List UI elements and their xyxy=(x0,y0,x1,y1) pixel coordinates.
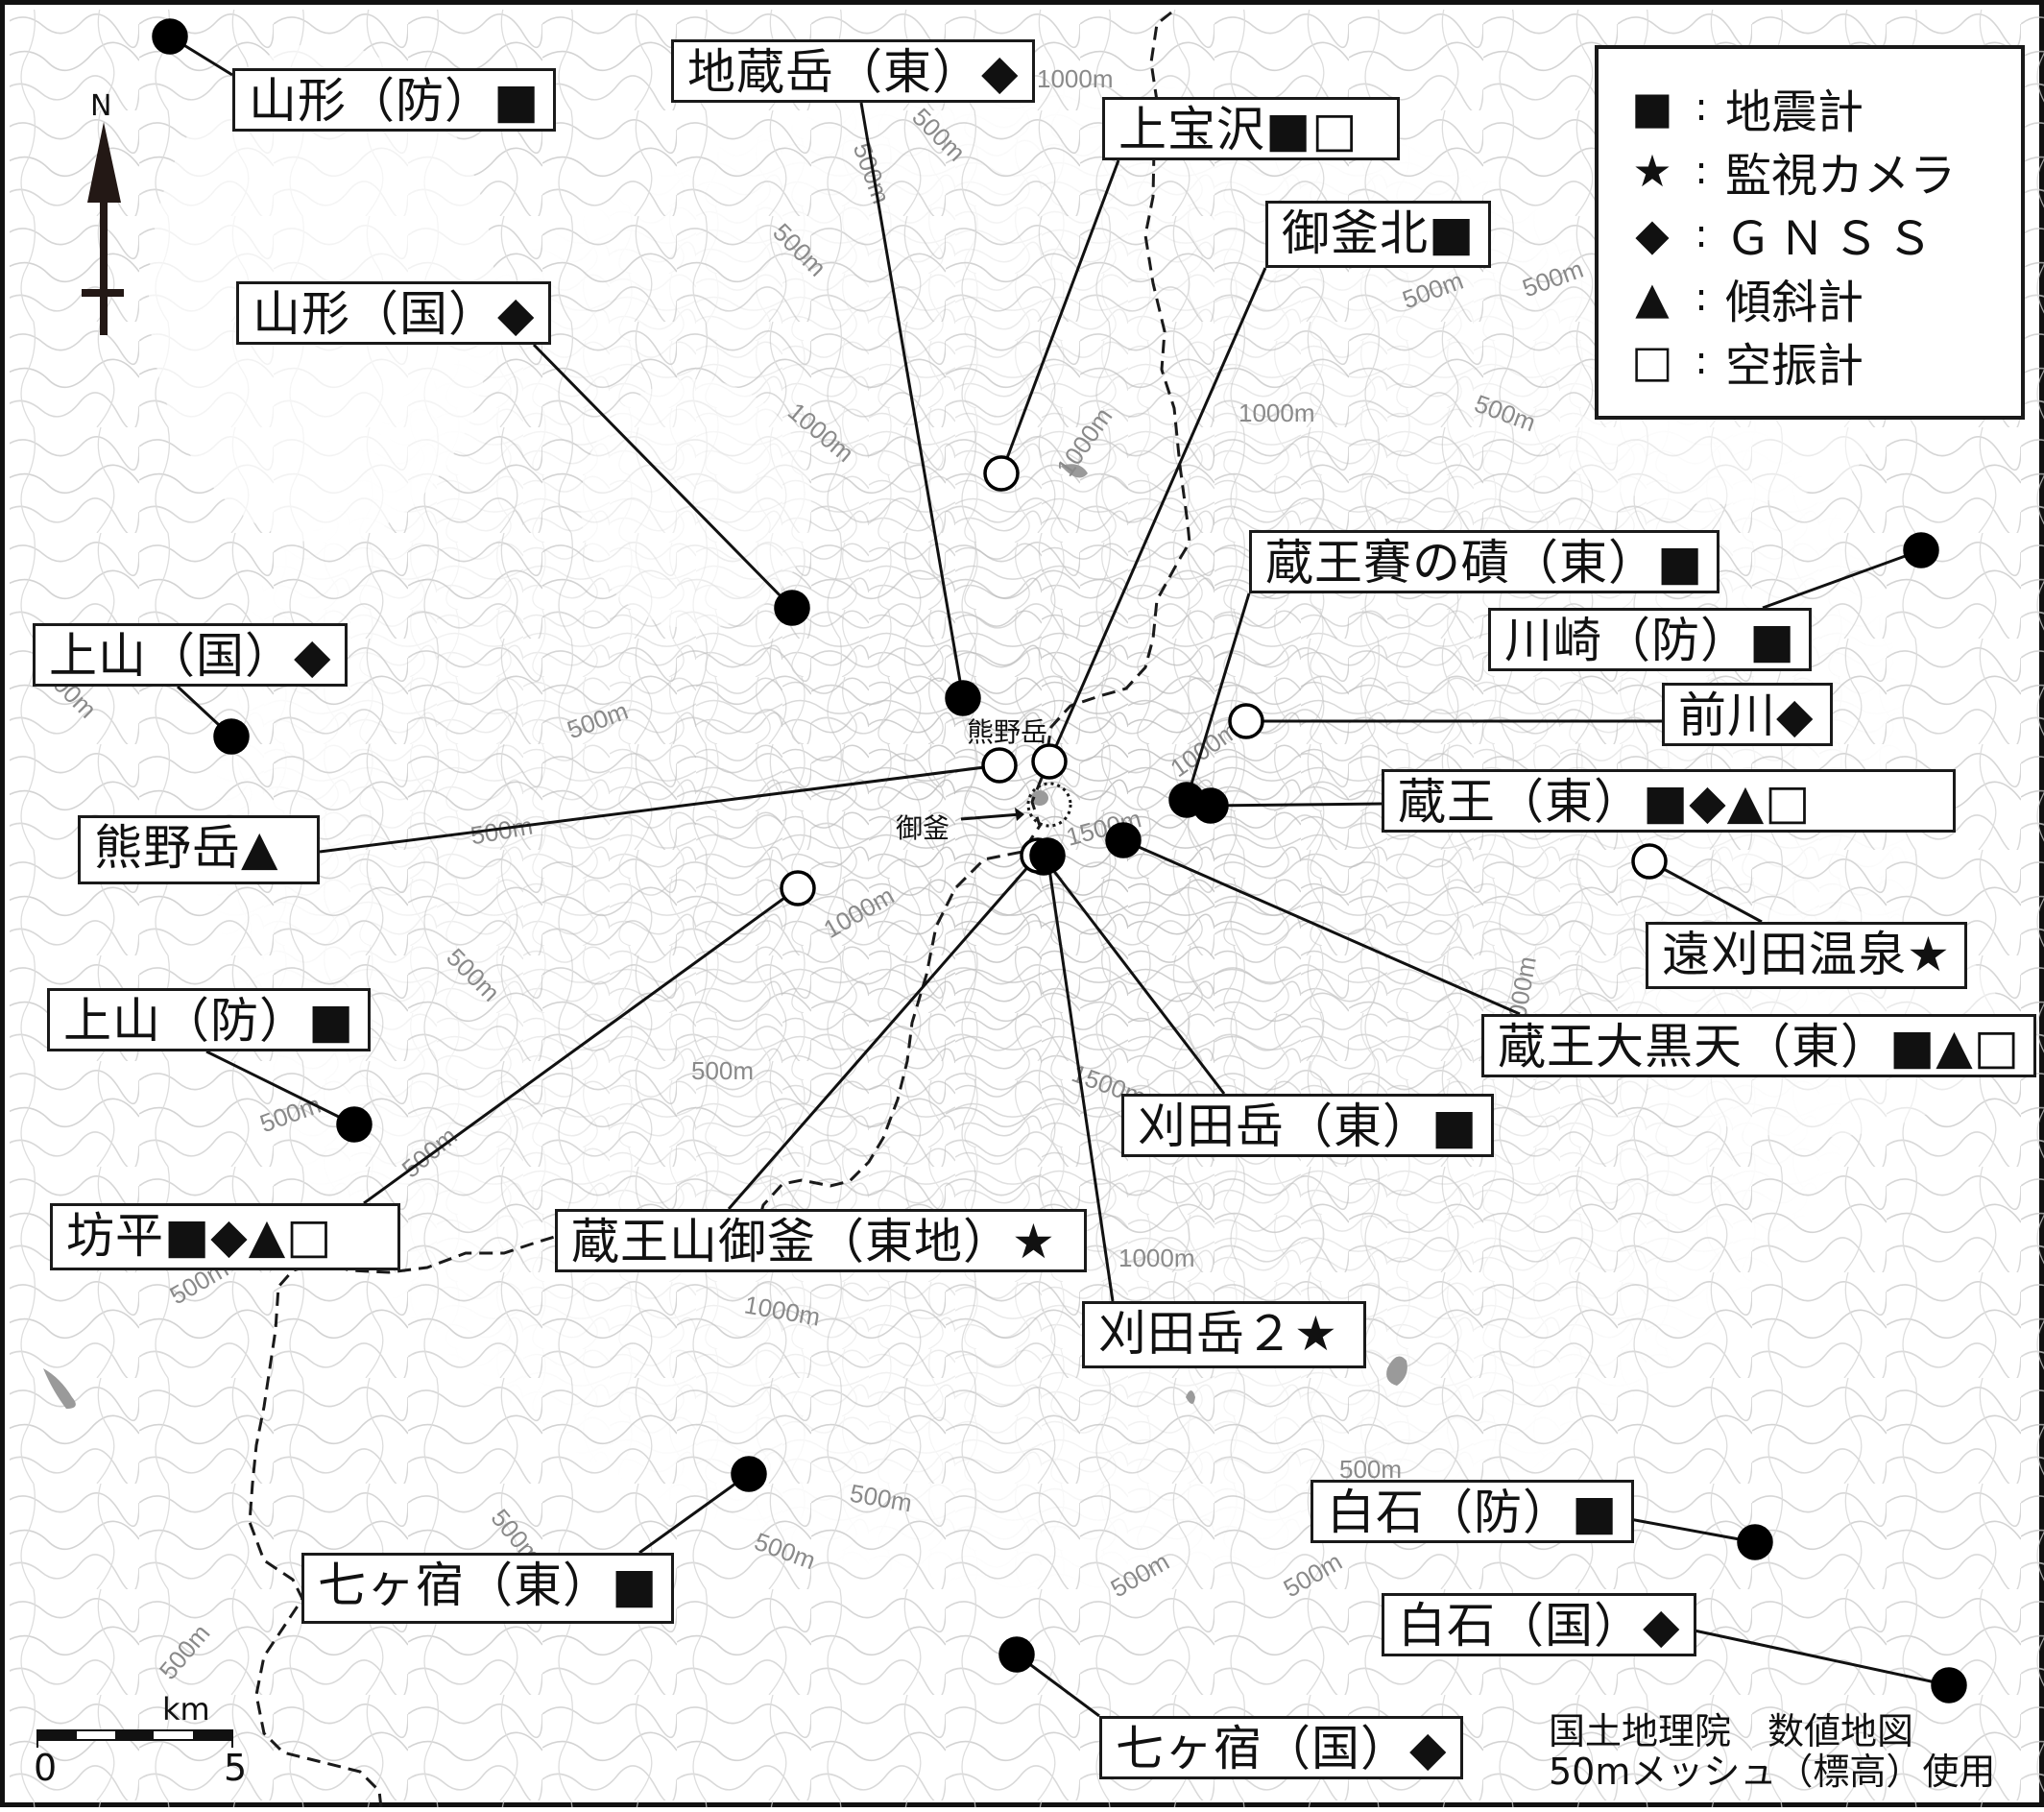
square-outline-icon: □ xyxy=(1631,335,1673,387)
station-marker-okama-kita[interactable] xyxy=(1031,743,1068,780)
station-label-shiroishi-bo[interactable]: 白石（防）■ xyxy=(1311,1480,1635,1543)
station-marker-kamiyama-koku[interactable] xyxy=(213,718,250,755)
station-label-yamagata-koku[interactable]: 山形（国）◆ xyxy=(236,281,552,345)
contour-elevation-label: 1000m xyxy=(1037,64,1114,93)
station-label-zao-daikokuten[interactable]: 蔵王大黒天（東）■▲□ xyxy=(1481,1014,2036,1077)
contour-elevation-label: 1000m xyxy=(1118,1244,1195,1272)
legend-item-seismometer: ■ : 地震計 xyxy=(1627,76,2021,139)
leader-line xyxy=(1042,857,1226,1095)
station-marker-shiroishi-bo[interactable] xyxy=(1737,1524,1773,1560)
triangle-icon: ▲ xyxy=(1635,272,1670,324)
station-label-kamiyama-bo[interactable]: 上山（防）■ xyxy=(47,988,372,1051)
station-marker-bodaira[interactable] xyxy=(780,870,816,906)
legend: ■ : 地震計 ★ : 監視カメラ ◆ : ＧＮＳＳ ▲ : 傾斜計 □ : 空… xyxy=(1595,45,2025,420)
station-marker-shiroishi-koku[interactable] xyxy=(1931,1667,1967,1703)
station-label-kamiyama-koku[interactable]: 上山（国）◆ xyxy=(33,623,349,687)
legend-separator: : xyxy=(1695,339,1708,383)
station-marker-shichikashuku-koku[interactable] xyxy=(998,1636,1035,1673)
leader-line xyxy=(1185,592,1251,801)
leader-line xyxy=(1762,548,1922,610)
legend-separator: : xyxy=(1695,276,1708,320)
north-arrow-icon xyxy=(82,122,124,335)
leader-line xyxy=(1648,859,1763,924)
station-label-kawasaki-bo[interactable]: 川崎（防）■ xyxy=(1488,608,1813,671)
station-label-shiroishi-koku[interactable]: 白石（国）◆ xyxy=(1382,1593,1697,1656)
place-label-kumanodake: 熊野岳 xyxy=(967,716,1048,748)
station-marker-jizodake-higashi[interactable] xyxy=(945,680,981,716)
legend-item-gnss: ◆ : ＧＮＳＳ xyxy=(1627,203,2021,266)
station-label-kamihozawa[interactable]: 上宝沢■□ xyxy=(1102,97,1400,160)
leader-line xyxy=(532,343,794,610)
contour-elevation-label: 1000m xyxy=(1238,399,1315,427)
okama-arrow xyxy=(960,808,1024,821)
legend-label: 監視カメラ xyxy=(1725,149,1957,203)
station-marker-katta-2[interactable] xyxy=(1029,837,1066,874)
place-label-okama: 御釜 xyxy=(896,812,950,844)
station-label-togatta-onsen[interactable]: 遠刈田温泉★ xyxy=(1646,922,1967,989)
square-filled-icon: ■ xyxy=(1631,82,1673,133)
leader-line xyxy=(1047,267,1267,762)
station-label-jizodake-higashi[interactable]: 地蔵岳（東）◆ xyxy=(671,39,1036,103)
star-icon: ★ xyxy=(1632,145,1672,197)
station-label-katta-higashi[interactable]: 刈田岳（東）■ xyxy=(1121,1094,1495,1157)
scale-bar-graphic xyxy=(36,1729,233,1748)
station-marker-shichikashuku-higashi[interactable] xyxy=(731,1456,767,1492)
station-label-zao-sainokawara[interactable]: 蔵王賽の磧（東）■ xyxy=(1249,530,1720,593)
credit-line-2: 50mメッシュ（標高）使用 xyxy=(1549,1750,1996,1793)
scale-start: 0 xyxy=(34,1747,58,1789)
station-label-maekawa[interactable]: 前川◆ xyxy=(1662,683,1833,746)
station-marker-kamiyama-bo[interactable] xyxy=(336,1106,373,1143)
station-label-yamagata-bo[interactable]: 山形（防）■ xyxy=(232,68,557,132)
leader-line xyxy=(727,855,1040,1210)
station-marker-yamagata-koku[interactable] xyxy=(774,590,810,626)
station-marker-maekawa[interactable] xyxy=(1228,703,1264,739)
scale-end: 5 xyxy=(224,1747,248,1789)
station-marker-zao-daikokuten[interactable] xyxy=(1105,822,1142,858)
legend-label: 空振計 xyxy=(1725,339,1864,393)
leader-line xyxy=(1122,838,1521,1016)
legend-separator: : xyxy=(1695,212,1708,256)
leader-line xyxy=(859,102,965,699)
station-marker-yamagata-bo[interactable] xyxy=(152,18,188,55)
station-label-shichikashuku-higashi[interactable]: 七ヶ宿（東）■ xyxy=(301,1553,675,1624)
station-label-bodaira[interactable]: 坊平■◆▲□ xyxy=(50,1203,400,1270)
leader-line xyxy=(1210,802,1383,808)
station-label-katta-2[interactable]: 刈田岳２★ xyxy=(1082,1301,1366,1368)
leader-line xyxy=(638,1472,750,1555)
station-label-zao-higashi[interactable]: 蔵王（東）■◆▲□ xyxy=(1382,769,1956,833)
station-label-shichikashuku-koku[interactable]: 七ヶ宿（国）◆ xyxy=(1099,1716,1464,1779)
station-label-zaosan-okama[interactable]: 蔵王山御釜（東地）★ xyxy=(555,1209,1087,1272)
station-marker-togatta-onsen[interactable] xyxy=(1631,843,1668,880)
credit-line-1: 国土地理院 数値地図 xyxy=(1549,1710,1914,1752)
station-markers xyxy=(152,18,1967,1718)
data-source-credit: 国土地理院 数値地図 50mメッシュ（標高）使用 xyxy=(1549,1710,1996,1793)
leader-line xyxy=(363,886,799,1205)
contour-elevation-label: 500m xyxy=(1339,1455,1403,1484)
station-label-okama-kita[interactable]: 御釜北■ xyxy=(1265,201,1492,268)
legend-item-camera: ★ : 監視カメラ xyxy=(1627,139,2021,203)
legend-item-tiltmeter: ▲ : 傾斜計 xyxy=(1627,266,2021,329)
legend-label: 傾斜計 xyxy=(1725,276,1864,329)
contour-elevation-label: 500m xyxy=(691,1056,755,1085)
station-marker-zao-higashi[interactable] xyxy=(1192,787,1229,824)
leader-line xyxy=(205,1050,355,1126)
legend-separator: : xyxy=(1695,85,1708,130)
legend-label: 地震計 xyxy=(1725,85,1864,139)
station-marker-kawasaki-bo[interactable] xyxy=(1903,532,1939,568)
legend-separator: : xyxy=(1695,149,1708,193)
leader-line xyxy=(1046,855,1115,1302)
north-label: N xyxy=(90,89,112,123)
station-marker-kumanodake[interactable] xyxy=(981,747,1018,784)
leader-line xyxy=(319,763,1000,854)
scale-unit: km xyxy=(162,1691,210,1727)
station-label-kumanodake[interactable]: 熊野岳▲ xyxy=(78,815,320,884)
legend-label: ＧＮＳＳ xyxy=(1725,212,1941,266)
leader-line xyxy=(1667,1623,1950,1687)
legend-item-infrasound: □ : 空振計 xyxy=(1627,329,2021,393)
diamond-icon: ◆ xyxy=(1635,208,1670,260)
leader-line xyxy=(999,159,1120,474)
station-marker-kamihozawa[interactable] xyxy=(983,455,1020,492)
